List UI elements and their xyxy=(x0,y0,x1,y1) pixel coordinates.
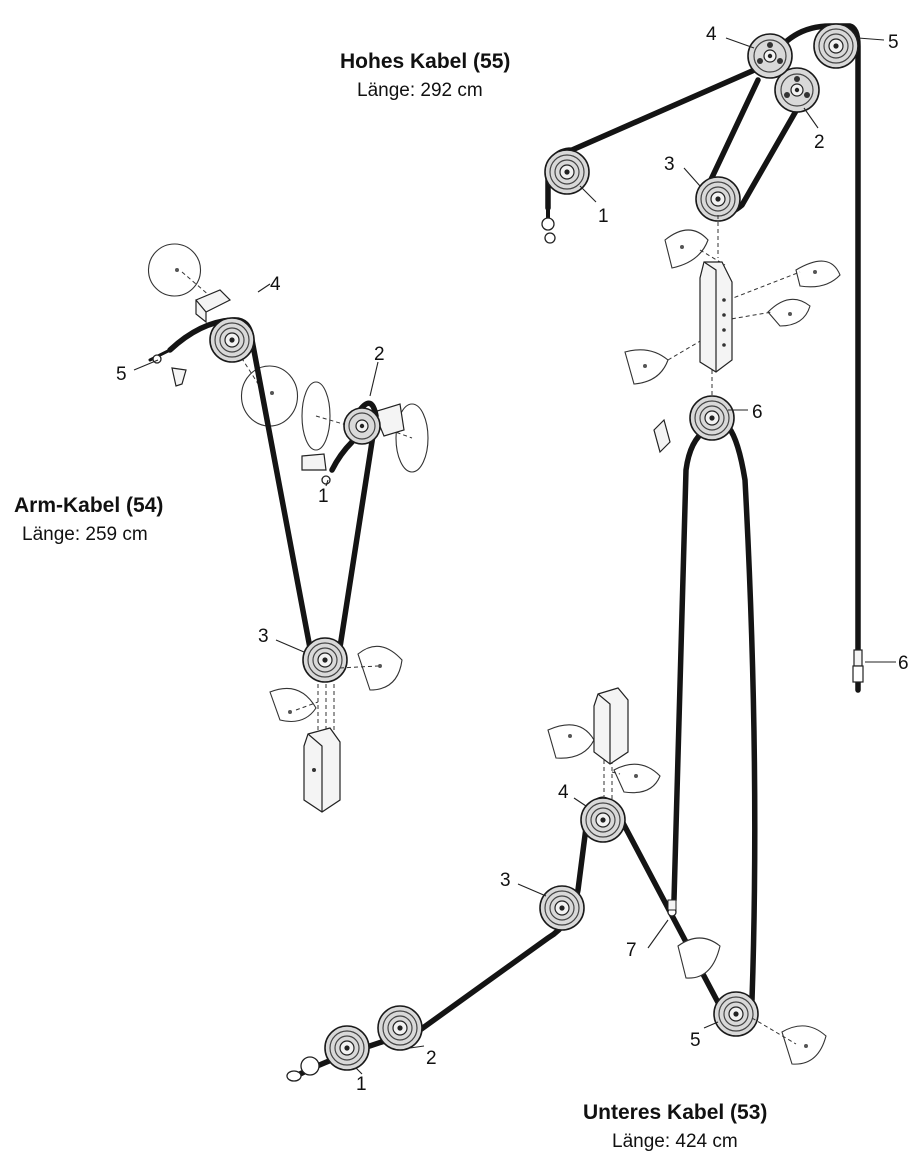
arm-label-2: 2 xyxy=(374,344,385,365)
high-plate-right-top xyxy=(795,260,841,288)
low-label-3: 3 xyxy=(500,870,511,891)
low-cable-end-7 xyxy=(667,899,677,917)
low-pulley-5 xyxy=(713,991,759,1037)
high-cable-title: Hohes Kabel (55) xyxy=(340,50,511,73)
low-bracket-6 xyxy=(653,418,671,454)
low-cable-length: Länge: 424 cm xyxy=(612,1131,738,1152)
arm-plate-right xyxy=(357,645,403,691)
low-label-2: 2 xyxy=(426,1048,437,1069)
low-cable-group: 4 3 6 7 5 2 1 xyxy=(286,395,827,1095)
arm-plate-left xyxy=(269,687,317,723)
high-cable-length: Länge: 292 cm xyxy=(357,80,483,101)
arm-pulley-4 xyxy=(209,317,255,363)
low-label-4: 4 xyxy=(558,782,569,803)
low-label-6: 6 xyxy=(752,402,763,423)
arm-label-1: 1 xyxy=(318,486,329,507)
low-label-7: 7 xyxy=(626,940,637,961)
arm-label-4: 4 xyxy=(270,274,281,295)
high-label-2: 2 xyxy=(814,132,825,153)
low-bracket-4 xyxy=(593,687,629,765)
arm-cable-end-hook xyxy=(301,453,331,485)
low-pulley-1 xyxy=(324,1025,370,1071)
high-label-4: 4 xyxy=(706,24,717,45)
low-pulley-3 xyxy=(539,885,585,931)
high-label-6: 6 xyxy=(898,653,909,674)
arm-pulley-3 xyxy=(302,637,348,683)
low-cable-title: Unteres Kabel (53) xyxy=(583,1101,768,1124)
high-cable-end-hook xyxy=(541,205,556,244)
high-label-1: 1 xyxy=(598,206,609,227)
arm-cable-group: 4 5 2 1 3 xyxy=(116,243,429,813)
arm-plate-mid xyxy=(240,365,299,427)
low-pulley-2 xyxy=(377,1005,423,1051)
high-pulley-4 xyxy=(747,33,793,79)
arm-cable-title: Arm-Kabel (54) xyxy=(14,494,164,517)
arm-cable-end-left xyxy=(152,354,187,387)
high-pulley-1 xyxy=(544,149,590,195)
arm-plate-top xyxy=(147,243,202,297)
high-label-5: 5 xyxy=(888,32,899,53)
high-pulley-5 xyxy=(813,23,859,69)
arm-cable-length: Länge: 259 cm xyxy=(22,524,148,545)
high-cable-end-bolt xyxy=(852,649,864,683)
arm-bracket-bottom xyxy=(303,727,341,813)
low-label-5: 5 xyxy=(690,1030,701,1051)
high-cable-group: 4 5 2 3 1 6 xyxy=(541,23,909,693)
low-plate-right xyxy=(781,1025,827,1065)
arm-bracket-top xyxy=(195,289,232,324)
low-pulley-6 xyxy=(689,395,735,441)
low-pulley-4 xyxy=(580,797,626,843)
high-bracket xyxy=(699,261,733,373)
low-plate-top-left xyxy=(547,724,595,759)
high-pulley-3 xyxy=(695,176,741,222)
high-plate-left xyxy=(664,229,709,269)
low-plate-near-7 xyxy=(677,937,721,979)
high-label-3: 3 xyxy=(664,154,675,175)
low-cable-end-ball xyxy=(286,1056,320,1082)
arm-label-5: 5 xyxy=(116,364,127,385)
low-plate-top-right xyxy=(613,763,661,794)
low-label-1: 1 xyxy=(356,1074,367,1095)
arm-label-3: 3 xyxy=(258,626,269,647)
arm-pulley-2 xyxy=(343,407,381,445)
